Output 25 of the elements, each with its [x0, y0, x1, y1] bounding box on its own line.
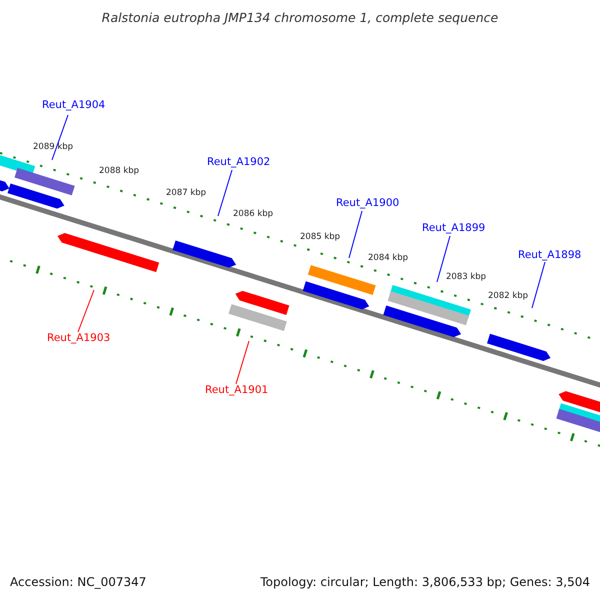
gene-label: Reut_A1900: [336, 197, 400, 209]
scale-label: 2088 kbp: [99, 166, 140, 176]
gene-label: Reut_A1902: [207, 156, 270, 168]
leader-line: [436, 236, 450, 282]
gene-label: Reut_A1899: [422, 222, 486, 234]
summary-text: Topology: circular; Length: 3,806,533 bp; Genes: 3,504: [260, 575, 590, 589]
scale-label: 2084 kbp: [368, 253, 408, 263]
leader-line: [532, 262, 546, 308]
accession-text: Accession: NC_007347: [10, 575, 146, 589]
gene-label: Reut_A1903: [47, 332, 110, 344]
scale-label: 2083 kbp: [446, 272, 486, 282]
leader-line: [52, 114, 68, 160]
scale-label: 2089 kbp: [33, 142, 74, 152]
scale-label: 2085 kbp: [300, 232, 340, 242]
gene-label: Reut_A1904: [42, 99, 106, 111]
scale-label: 2087 kbp: [166, 188, 206, 198]
leader-line: [348, 210, 362, 258]
gene-label: Reut_A1901: [205, 384, 268, 396]
title: Ralstonia eutropha JMP134 chromosome 1, complete sequence: [100, 10, 500, 25]
scale-label: 2086 kbp: [233, 209, 274, 219]
leader-line: [218, 170, 232, 216]
leader-line: [78, 290, 94, 332]
scale-label: 2082 kbp: [488, 291, 528, 301]
gene-label: Reut_A1898: [518, 249, 582, 261]
leader-line: [236, 340, 250, 384]
